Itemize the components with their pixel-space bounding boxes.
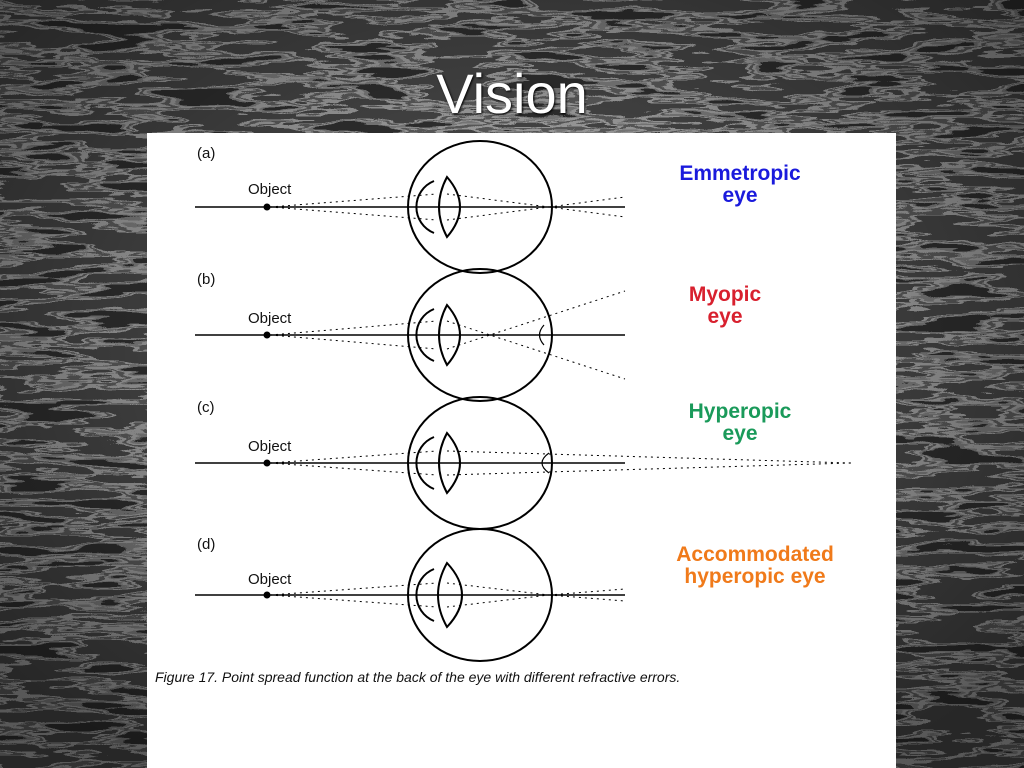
eye-label-line: hyperopic eye — [684, 565, 826, 588]
object-label-d: Object — [248, 571, 292, 588]
eye-label-line: eye — [722, 184, 758, 207]
eye-label-line: Accommodated — [676, 543, 834, 566]
object-label-a: Object — [248, 181, 292, 198]
eye-label-line: Emmetropic — [679, 162, 801, 185]
diagram-accommodated-hyperopic — [195, 528, 626, 662]
eye-label-accommodated-hyperopic: Accommodated hyperopic eye — [625, 544, 885, 588]
object-label-b: Object — [248, 310, 292, 327]
diagram-myopic — [195, 268, 626, 402]
figure-caption: Figure 17. Point spread function at the … — [155, 669, 681, 685]
eye-label-line: eye — [707, 305, 743, 328]
eye-label-emmetropic: Emmetropic eye — [625, 163, 855, 207]
eye-diagrams — [195, 140, 852, 662]
object-label-c: Object — [248, 438, 292, 455]
panel-letter-d: (d) — [197, 536, 216, 553]
slide-title: Vision — [436, 62, 588, 125]
eye-label-line: Myopic — [688, 283, 762, 306]
panel-letter-a: (a) — [197, 145, 216, 162]
figure-panel: (a) (b) (c) (d) Object Object Object Obj… — [147, 133, 896, 768]
eye-label-myopic: Myopic eye — [625, 284, 825, 328]
eye-label-line: Hyperopic — [688, 400, 792, 423]
panel-letter-c: (c) — [197, 399, 215, 416]
eye-label-line: eye — [722, 422, 758, 445]
eye-label-hyperopic: Hyperopic eye — [625, 401, 855, 445]
diagram-emmetropic — [195, 140, 626, 274]
panel-letter-b: (b) — [197, 271, 216, 288]
diagram-hyperopic — [195, 396, 852, 530]
